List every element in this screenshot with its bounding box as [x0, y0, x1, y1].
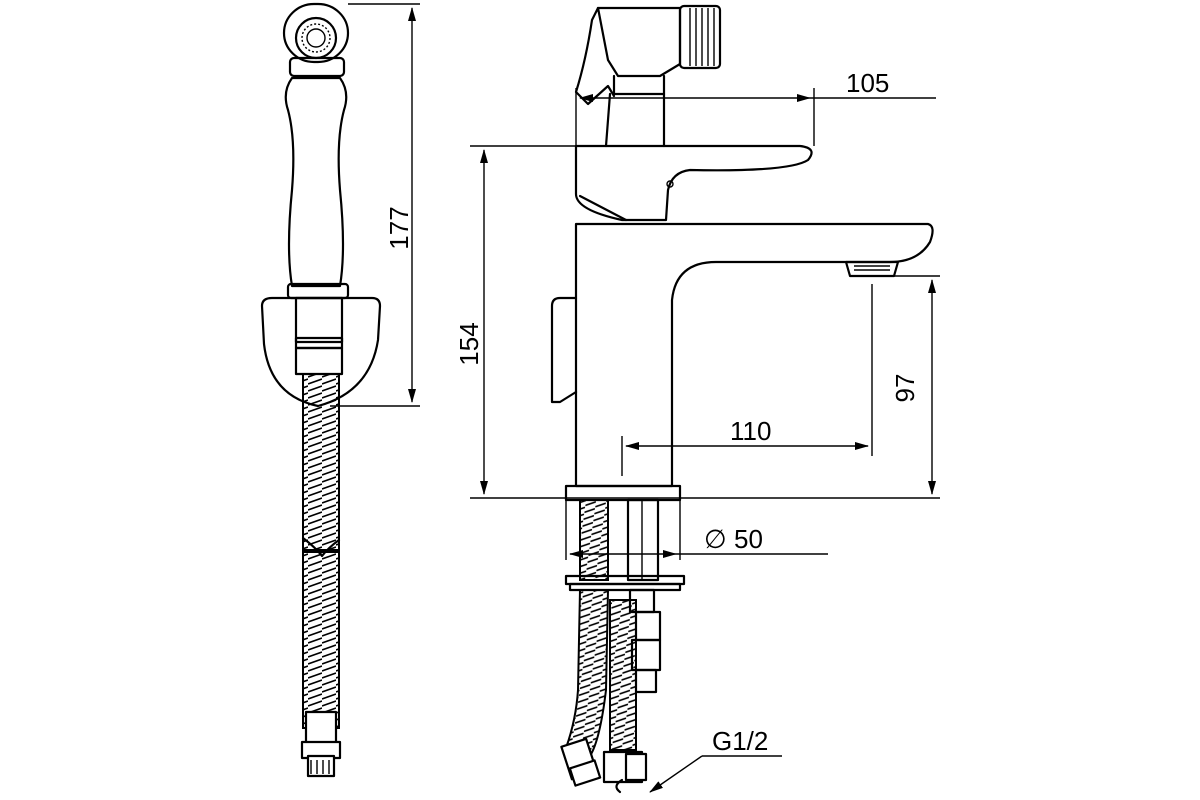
- lever-handle: [574, 144, 813, 222]
- top-shower-head: [574, 4, 722, 148]
- dim-label-177: 177: [384, 206, 414, 249]
- shower-hose: [300, 373, 342, 778]
- spout: [574, 222, 934, 488]
- faucet-body: [550, 4, 934, 794]
- diverter-knob: [550, 296, 578, 404]
- hand-shower: [260, 2, 382, 778]
- dimension-97: 97: [870, 275, 940, 495]
- dim-label-g12: G1/2: [712, 726, 768, 756]
- dim-label-154: 154: [454, 322, 484, 365]
- dim-label-97: 97: [890, 374, 920, 403]
- base-ring: [564, 484, 682, 502]
- dimension-177: 177: [330, 3, 420, 407]
- hand-shower-handle: [284, 76, 348, 288]
- dim-label-105: 105: [846, 68, 889, 98]
- dim-label-110: 110: [730, 416, 771, 446]
- dimension-diameter-50: ∅ 50: [565, 500, 828, 560]
- dimension-105: 105: [575, 68, 936, 146]
- wall-holder: [260, 296, 382, 408]
- dim-label-50: 50: [734, 524, 763, 554]
- dimension-110: 110: [621, 284, 873, 476]
- mounting-hardware: [560, 498, 686, 794]
- spray-head: [282, 2, 350, 78]
- dimension-154: 154: [454, 145, 940, 499]
- thread-callout: G1/2: [649, 726, 782, 793]
- diameter-symbol: ∅: [704, 524, 727, 554]
